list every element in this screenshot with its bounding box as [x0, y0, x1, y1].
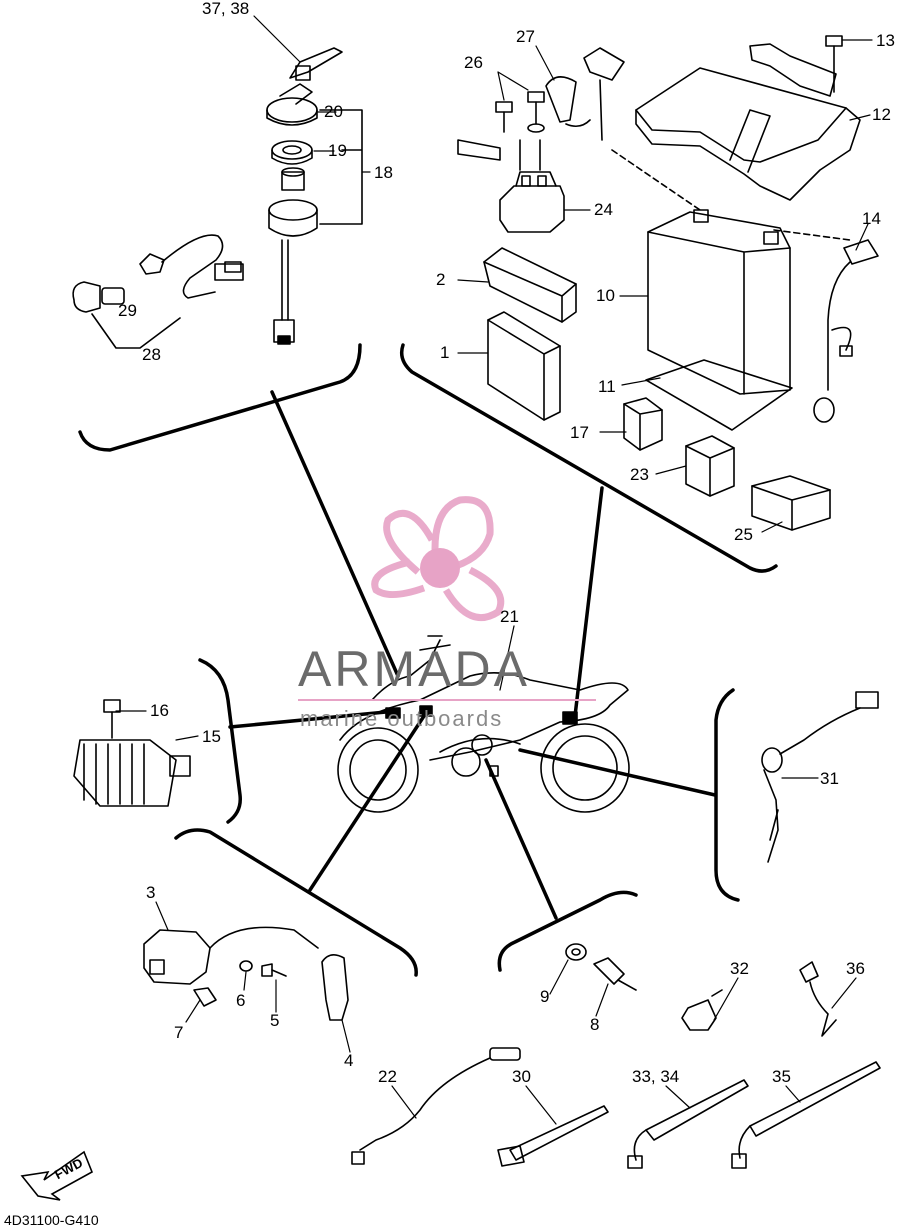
label-part-27: 27 — [516, 27, 535, 46]
bracket-bottom-left — [174, 828, 418, 977]
part-relay-24 — [499, 139, 565, 233]
label-leaders — [115, 15, 873, 1125]
part-clip-32 — [681, 989, 723, 1031]
part-cable-14 — [813, 239, 879, 423]
bracket-bottom-right — [497, 890, 638, 972]
label-part-29: 29 — [118, 301, 137, 320]
label-part-4: 4 — [344, 1051, 354, 1070]
label-part-35: 35 — [772, 1067, 791, 1086]
part-sender-31 — [761, 691, 879, 863]
watermark-title: ARMADA — [298, 641, 530, 697]
label-part-13: 13 — [876, 31, 895, 50]
label-part-32: 32 — [730, 959, 749, 978]
label-part-5: 5 — [270, 1011, 280, 1030]
part-battery-10 — [647, 209, 791, 395]
label-part-17: 17 — [570, 423, 589, 442]
part-relay-17 — [623, 397, 663, 451]
part-relay-23 — [685, 435, 735, 497]
label-part-12: 12 — [872, 105, 891, 124]
part-key — [289, 47, 343, 81]
label-part-16: 16 — [150, 701, 169, 720]
label-part-9: 9 — [540, 987, 550, 1006]
label-part-18: 18 — [374, 163, 393, 182]
watermark-propeller-icon — [371, 496, 505, 622]
leader-sensors — [484, 758, 558, 920]
part-cdi-1 — [487, 311, 561, 421]
part-cover-27 — [545, 47, 625, 141]
atv-vehicle — [337, 635, 630, 813]
label-part-20: 20 — [324, 102, 343, 121]
leader-key-switch — [270, 390, 400, 678]
label-part-6: 6 — [236, 991, 246, 1010]
label-part-22: 22 — [378, 1067, 397, 1086]
watermark-subtitle: marine outboards — [300, 706, 504, 731]
part-band-35 — [731, 1061, 881, 1169]
part-cap-20 — [266, 83, 318, 126]
label-part-31: 31 — [820, 769, 839, 788]
part-bulb-29-28 — [72, 234, 244, 349]
part-band-33-34 — [627, 1079, 749, 1169]
part-washer-9 — [565, 943, 587, 961]
part-harness-36 — [799, 961, 837, 1037]
part-washer-6 — [239, 960, 253, 972]
part-bolt-13 — [825, 35, 843, 93]
label-part-1: 1 — [440, 343, 450, 362]
part-bolt-7 — [193, 987, 217, 1007]
label-part-21: 21 — [500, 607, 519, 626]
part-bolt-5 — [261, 963, 287, 977]
label-part-24: 24 — [594, 200, 613, 219]
diagram-code: 4D31100-G410 — [4, 1212, 99, 1228]
part-plug-cap-4 — [321, 954, 349, 1021]
watermark-hub — [420, 548, 460, 588]
part-tie-30 — [497, 1105, 609, 1167]
part-nut-19 — [271, 140, 313, 165]
leader-battery-group — [573, 486, 604, 718]
bracket-18 — [319, 109, 363, 225]
bracket-top-right — [399, 343, 778, 573]
label-part-10: 10 — [596, 286, 615, 305]
dashline-14 — [773, 229, 851, 241]
label-part-8: 8 — [590, 1015, 600, 1034]
label-part-11: 11 — [598, 377, 616, 396]
bracket-left — [198, 658, 242, 824]
part-block-25 — [751, 475, 831, 531]
label-part-7: 7 — [174, 1023, 184, 1042]
label-part-23: 23 — [630, 465, 649, 484]
leader-rectifier — [228, 710, 388, 729]
label-part-15: 15 — [202, 727, 221, 746]
part-coil-3 — [143, 926, 319, 985]
bracket-top-left — [78, 343, 362, 452]
label-part-28: 28 — [142, 345, 161, 364]
label-part-26: 26 — [464, 53, 483, 72]
label-part-2: 2 — [436, 270, 446, 289]
label-part-37-38: 37, 38 — [202, 0, 250, 18]
part-rectifier-15 — [73, 739, 191, 807]
part-bolt-16 — [103, 699, 121, 739]
label-part-30: 30 — [512, 1067, 531, 1086]
label-part-14: 14 — [862, 209, 881, 228]
label-part-19: 19 — [328, 141, 347, 160]
label-part-25: 25 — [734, 525, 753, 544]
fwd-arrow-icon — [20, 1150, 94, 1201]
dashline-12 — [611, 149, 701, 211]
part-case-2 — [483, 247, 577, 323]
bracket-right — [714, 688, 740, 902]
part-main-switch-18 — [268, 167, 318, 345]
label-part-36: 36 — [846, 959, 865, 978]
part-plate-11 — [645, 359, 793, 431]
part-lead-22 — [351, 1047, 521, 1165]
label-part-3: 3 — [146, 883, 156, 902]
part-switch-8 — [593, 957, 637, 991]
part-battery-box-12 — [635, 43, 861, 201]
part-bolts-26 — [457, 91, 545, 161]
label-part-33-34: 33, 34 — [632, 1067, 680, 1086]
leader-fuel-sender — [518, 748, 717, 797]
leader-ignition-coil — [308, 714, 426, 892]
